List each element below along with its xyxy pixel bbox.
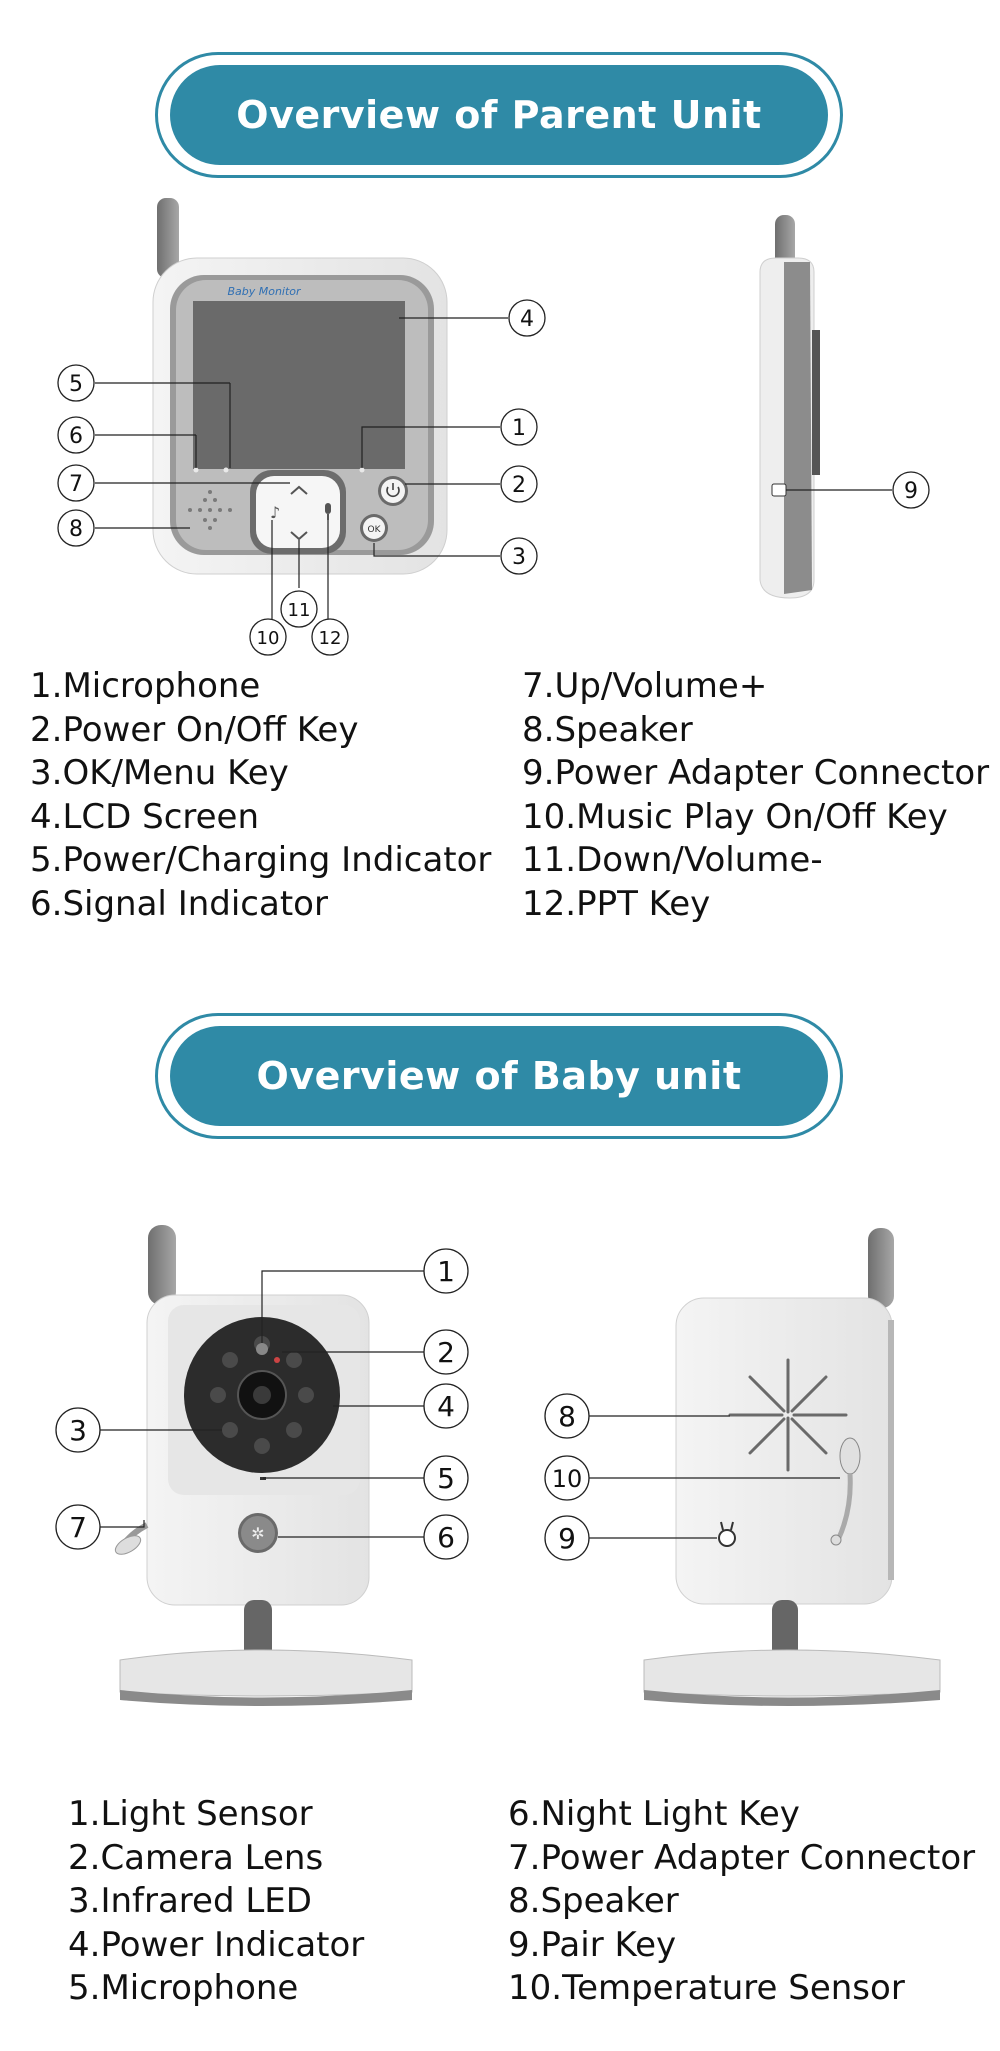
- legend-item: 11.Down/Volume-: [522, 840, 823, 880]
- baby-callout-9: 9: [558, 1522, 576, 1555]
- temperature-sensor: [839, 1437, 861, 1475]
- down-volume-key[interactable]: [290, 531, 308, 541]
- baby-callout-10: 10: [552, 1465, 583, 1493]
- legend-item: 10.Music Play On/Off Key: [522, 796, 948, 837]
- legend-item: 4.Power Indicator: [68, 1924, 365, 1965]
- parent-callout-4: 4: [520, 307, 534, 332]
- speaker-grille-icon: [728, 1358, 848, 1472]
- parent-callout-6: 6: [69, 424, 83, 449]
- parent-legend-left: 1.Microphone 2.Power On/Off Key 3.OK/Men…: [30, 665, 491, 926]
- parent-unit-diagram: Baby Monitor ♪ OK: [57, 198, 930, 656]
- baby-unit-title: Overview of Baby unit: [170, 1026, 828, 1126]
- baby-callout-4: 4: [437, 1390, 455, 1423]
- up-volume-key[interactable]: [290, 485, 308, 495]
- legend-item: 3.OK/Menu Key: [30, 753, 289, 793]
- light-sensor: [256, 1343, 268, 1355]
- baby-callout-3: 3: [69, 1414, 87, 1447]
- parent-unit-side: [759, 215, 820, 599]
- legend-item: 6.Signal Indicator: [30, 883, 328, 924]
- legend-item: 9.Power Adapter Connector: [522, 753, 990, 793]
- mic-icon[interactable]: [325, 503, 331, 520]
- parent-callout-labels: 1 2 3 4 5 6 7 8 9 10 11 12: [69, 307, 918, 649]
- legend-item: 8.Speaker: [508, 1881, 679, 1921]
- parent-legend-right: 7.Up/Volume+ 8.Speaker 9.Power Adapter C…: [522, 665, 989, 926]
- legend-item: 5.Power/Charging Indicator: [30, 840, 492, 880]
- legend-item: 8.Speaker: [522, 709, 693, 750]
- power-indicator: [274, 1357, 280, 1363]
- legend-item: 1.Light Sensor: [68, 1794, 313, 1834]
- bulb-icon: ✲: [251, 1524, 264, 1543]
- legend-item: 3.Infrared LED: [68, 1881, 312, 1921]
- nav-pad[interactable]: [256, 476, 340, 548]
- baby-callout-5: 5: [437, 1462, 455, 1495]
- legend-item: 12.PPT Key: [522, 883, 711, 924]
- legend-item: 7.Power Adapter Connector: [508, 1837, 976, 1878]
- parent-callout-12: 12: [319, 628, 342, 649]
- parent-unit-front: Baby Monitor ♪ OK: [152, 198, 448, 575]
- legend-item: 2.Camera Lens: [68, 1837, 324, 1878]
- baby-callout-7: 7: [69, 1511, 87, 1544]
- baby-callout-6: 6: [437, 1521, 455, 1554]
- legend-item: 6.Night Light Key: [508, 1794, 800, 1834]
- baby-callout-1: 1: [437, 1255, 455, 1288]
- legend-item: 5.Microphone: [68, 1968, 299, 2008]
- legend-item: 7.Up/Volume+: [522, 666, 768, 706]
- speaker-grille-icon: [188, 490, 232, 530]
- legend-item: 2.Power On/Off Key: [30, 709, 359, 750]
- legend-item: 10.Temperature Sensor: [508, 1968, 905, 2008]
- parent-callout-7: 7: [69, 472, 83, 497]
- baby-legend-left: 1.Light Sensor 2.Camera Lens 3.Infrared …: [68, 1793, 364, 2011]
- baby-legend-right: 6.Night Light Key 7.Power Adapter Connec…: [508, 1793, 975, 2011]
- power-adapter-port: [771, 483, 787, 497]
- parent-callout-2: 2: [512, 473, 526, 498]
- microphone: [359, 467, 365, 473]
- parent-callout-3: 3: [512, 545, 526, 570]
- night-light-button[interactable]: [241, 1516, 275, 1550]
- baby-callout-2: 2: [437, 1336, 455, 1369]
- lcd-screen: [193, 301, 405, 469]
- baby-unit-banner: Overview of Baby unit: [155, 1013, 843, 1139]
- legend-item: 4.LCD Screen: [30, 796, 260, 837]
- parent-callout-11: 11: [288, 600, 311, 621]
- signal-indicator: [193, 467, 199, 473]
- music-note-icon[interactable]: ♪: [270, 503, 280, 522]
- pair-button[interactable]: [718, 1529, 736, 1547]
- parent-callout-9: 9: [904, 479, 918, 504]
- baby-unit-back: [643, 1228, 941, 1706]
- svg-text:OK: OK: [368, 525, 382, 535]
- legend-item: 1.Microphone: [30, 666, 261, 706]
- parent-callout-10: 10: [257, 628, 280, 649]
- parent-callout-5: 5: [69, 372, 83, 397]
- parent-unit-banner: Overview of Parent Unit: [155, 52, 843, 178]
- power-charging-indicator: [223, 467, 229, 473]
- parent-unit-title: Overview of Parent Unit: [170, 65, 828, 165]
- parent-callout-8: 8: [69, 517, 83, 542]
- parent-callout-1: 1: [512, 416, 526, 441]
- legend-item: 9.Pair Key: [508, 1924, 677, 1965]
- power-button[interactable]: [381, 479, 405, 503]
- power-icon: [386, 486, 400, 498]
- baby-callout-labels: 1 2 3 4 5 6 7 8 9 10: [69, 1255, 582, 1555]
- ok-menu-button[interactable]: [363, 517, 385, 539]
- baby-callout-8: 8: [558, 1400, 576, 1433]
- screen-brand-label: Baby Monitor: [227, 285, 302, 298]
- baby-unit-diagram: ✲: [55, 1225, 941, 1706]
